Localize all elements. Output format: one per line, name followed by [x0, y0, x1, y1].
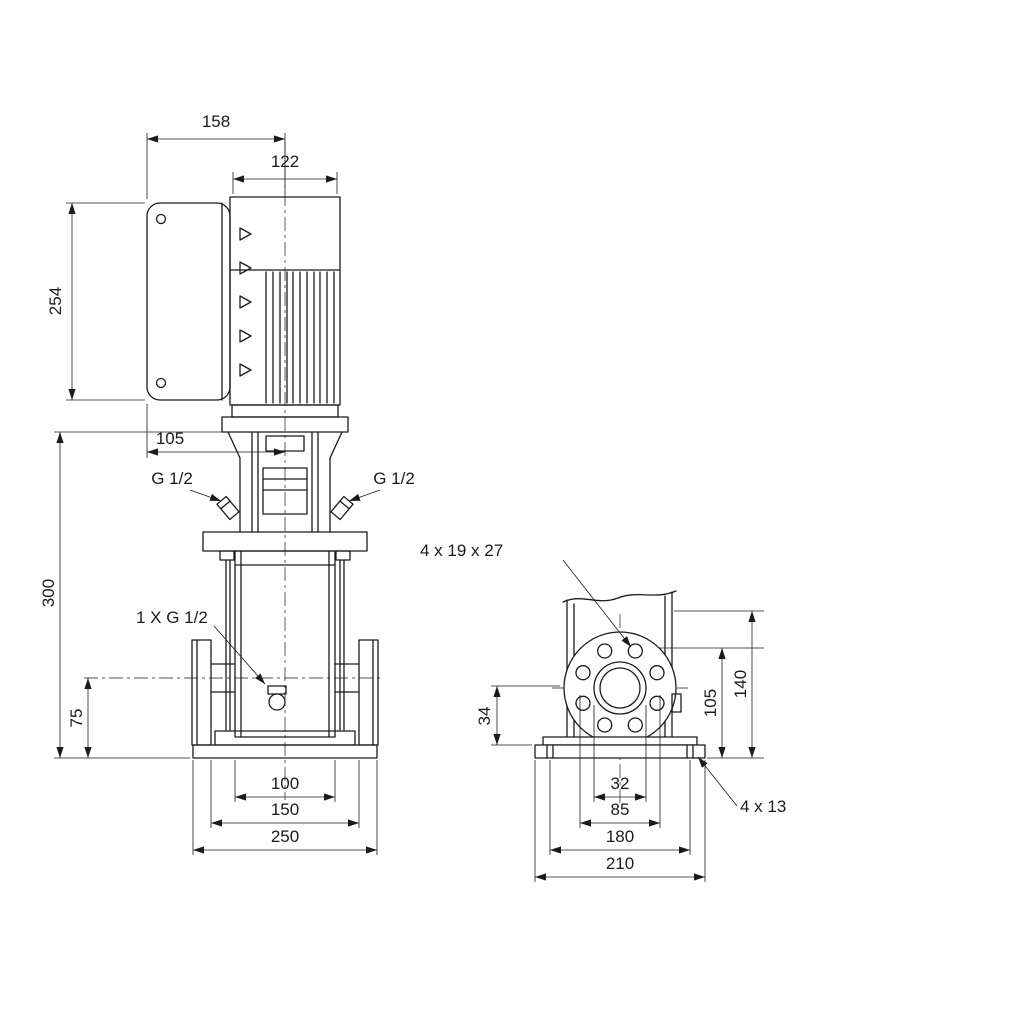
side-view — [534, 590, 706, 806]
plug-left — [216, 495, 240, 521]
side-tab — [671, 693, 682, 713]
dim-base-depth: 210 — [606, 854, 634, 873]
pump-base — [192, 730, 378, 759]
label-drain-port: 1 X G 1/2 — [136, 608, 208, 627]
dim-motor-height: 254 — [46, 287, 65, 315]
side-view-dimensions: 4 x 19 x 27 34 105 140 32 85 180 210 4 x… — [420, 541, 786, 882]
dim-height-outer: 140 — [731, 670, 750, 698]
discharge-flange — [334, 639, 379, 746]
dim-port-height: 75 — [67, 709, 86, 728]
side-base — [534, 736, 706, 759]
dim-base-width: 250 — [271, 827, 299, 846]
dim-bolt-circle-width: 85 — [611, 800, 630, 819]
dim-height-inner: 105 — [701, 689, 720, 717]
label-slot-note: 4 x 19 x 27 — [420, 541, 503, 560]
dim-motor-width: 122 — [271, 152, 299, 171]
motor-body — [221, 196, 349, 433]
chamber-stack — [219, 550, 351, 738]
dim-foot-height: 34 — [475, 707, 494, 726]
suction-flange — [191, 639, 236, 746]
plug-right — [330, 495, 354, 521]
dim-bore-width: 32 — [611, 774, 630, 793]
port-flange-face — [563, 631, 682, 745]
label-base-hole-note: 4 x 13 — [740, 797, 786, 816]
dim-inner-span: 100 — [271, 774, 299, 793]
break-line — [562, 590, 677, 603]
label-port-right: G 1/2 — [373, 469, 415, 488]
dim-base-hole-span: 180 — [606, 827, 634, 846]
dim-head-depth: 105 — [156, 429, 184, 448]
motor-control-box — [146, 202, 231, 401]
dim-flange-span: 150 — [271, 800, 299, 819]
front-view-dimensions: 158 122 254 105 300 75 100 150 25 — [39, 112, 415, 855]
front-view — [84, 142, 380, 800]
label-port-left: G 1/2 — [151, 469, 193, 488]
dim-pump-height: 300 — [39, 579, 58, 607]
dim-overall-depth: 158 — [202, 112, 230, 131]
pump-head — [202, 431, 368, 552]
